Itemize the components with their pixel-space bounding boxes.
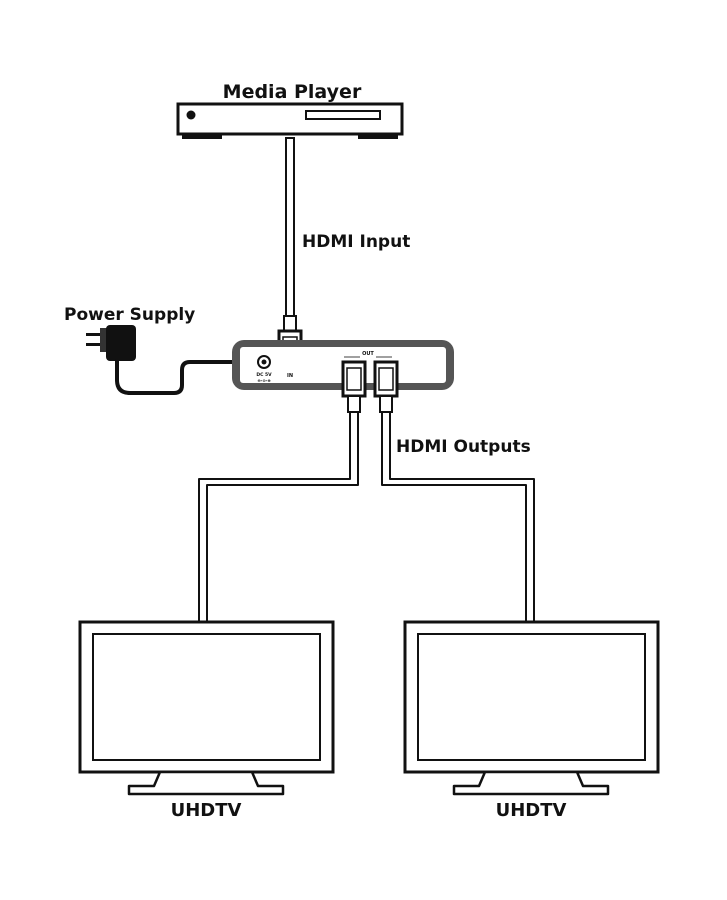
plug-prong-top	[86, 333, 100, 336]
power-supply-label: Power Supply	[64, 305, 195, 325]
media-player-label: Media Player	[223, 81, 362, 103]
hdmi-input-cable	[277, 137, 303, 367]
tv-stand-left	[127, 770, 285, 796]
plug-prong-bottom	[86, 343, 100, 346]
polarity-symbol: ⊖-⊙-⊕	[257, 378, 270, 383]
dc-input-label: DC 5V	[256, 372, 272, 378]
media-player-foot-right	[358, 134, 398, 139]
hdmi-input-label: HDMI Input	[302, 232, 410, 252]
uhdtv-right	[403, 620, 660, 796]
tv-screen-right	[417, 633, 646, 761]
media-player-device	[176, 102, 404, 139]
hdmi-in-port-label: IN	[287, 373, 293, 379]
hdmi-outputs-label: HDMI Outputs	[396, 437, 531, 457]
hdmi-output-cable-left	[198, 411, 359, 623]
uhdtv-left-label: UHDTV	[171, 800, 242, 821]
hdmi-output-connector-2	[373, 360, 399, 413]
tv-stand-right	[452, 770, 610, 796]
power-supply-adapter	[86, 325, 250, 395]
uhdtv-right-label: UHDTV	[496, 800, 567, 821]
hdmi-output-connector-1	[341, 360, 367, 413]
power-led-icon	[186, 110, 196, 120]
hdmi-out-port-label: OUT	[362, 351, 374, 357]
uhdtv-left	[78, 620, 335, 796]
media-player-foot-left	[182, 134, 222, 139]
disc-slot	[305, 110, 381, 120]
tv-screen-left	[92, 633, 321, 761]
